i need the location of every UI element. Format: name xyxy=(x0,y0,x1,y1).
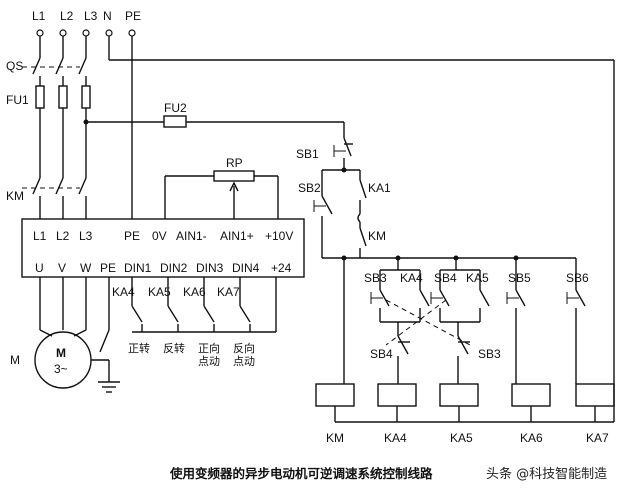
label-l2: L2 xyxy=(60,9,74,23)
function-fwd-jog-2: 点动 xyxy=(198,355,220,368)
inverter-din3: DIN3 xyxy=(196,261,224,275)
motor-phase: 3~ xyxy=(54,362,68,376)
supply-terminals: L1 L2 L3 N PE xyxy=(32,9,141,37)
terminal-n xyxy=(105,29,113,37)
label-sb4-mid: SB4 xyxy=(370,347,393,361)
inverter-0v: 0V xyxy=(152,229,167,243)
label-fu2: FU2 xyxy=(164,101,187,115)
motor-symbol xyxy=(34,331,92,389)
label-sb2: SB2 xyxy=(298,181,321,195)
interlock-linkage-2 xyxy=(385,299,447,346)
coil-ka5 xyxy=(439,383,479,407)
coil-label-ka5: KA5 xyxy=(450,431,473,445)
inverter-out-v: V xyxy=(58,261,66,275)
motor-m: M xyxy=(56,346,66,360)
coil-label-km: KM xyxy=(326,431,344,445)
label-fu1: FU1 xyxy=(6,93,29,107)
inverter-in-l2: L2 xyxy=(56,229,70,243)
label-n: N xyxy=(103,9,112,23)
coil-km xyxy=(315,383,355,407)
din-contacts: KA4 KA5 KA6 KA7 正转 反转 正向 点动 反向 点动 xyxy=(112,277,277,368)
din-contact-ka7: KA7 xyxy=(217,285,240,299)
din-contact-ka5: KA5 xyxy=(148,285,171,299)
fuse-fu2 xyxy=(163,115,187,128)
inverter-out-pe: PE xyxy=(100,261,116,275)
terminal-l1 xyxy=(36,29,44,37)
label-l1: L1 xyxy=(32,9,46,23)
label-km-hold: KM xyxy=(368,229,386,243)
inverter-din1: DIN1 xyxy=(124,261,152,275)
inverter-10v: +10V xyxy=(265,229,293,243)
function-reverse: 反转 xyxy=(163,341,185,355)
coil-ka7 xyxy=(575,383,615,407)
terminal-l2 xyxy=(59,29,67,37)
inverter-ain1m: AIN1- xyxy=(176,229,207,243)
label-sb4-top: SB4 xyxy=(434,271,457,285)
coil-ka6 xyxy=(511,383,551,407)
inverter-in-l3: L3 xyxy=(79,229,93,243)
label-sb5: SB5 xyxy=(508,271,531,285)
function-forward: 正转 xyxy=(128,341,150,355)
function-rev-jog-2: 点动 xyxy=(233,355,255,368)
label-sb6: SB6 xyxy=(566,271,589,285)
terminal-l3 xyxy=(82,29,90,37)
label-ka1: KA1 xyxy=(368,181,391,195)
inverter-ain1p: AIN1+ xyxy=(220,229,254,243)
label-km-main: KM xyxy=(6,189,24,203)
inverter-out-w: W xyxy=(80,261,92,275)
inverter-24v: +24 xyxy=(271,261,292,275)
fuse-fu1-l1 xyxy=(35,85,45,109)
fuse-fu1-l3 xyxy=(81,85,91,109)
power-lines xyxy=(22,36,615,404)
coil-label-ka4: KA4 xyxy=(384,431,407,445)
function-rev-jog-1: 反向 xyxy=(233,341,255,355)
coil-ka4 xyxy=(377,383,417,407)
coil-label-ka7: KA7 xyxy=(586,431,609,445)
coil-label-ka6: KA6 xyxy=(520,431,543,445)
label-rp: RP xyxy=(226,156,243,170)
inverter-din4: DIN4 xyxy=(232,261,260,275)
inverter-in-pe: PE xyxy=(124,229,140,243)
inverter-out-u: U xyxy=(35,261,44,275)
fuse-fu1-l2 xyxy=(58,85,68,109)
label-sb3-mid: SB3 xyxy=(478,347,501,361)
label-l3: L3 xyxy=(84,9,98,23)
inverter-din2: DIN2 xyxy=(160,261,188,275)
motor: M 3~ M xyxy=(10,277,120,393)
label-ka4-top: KA4 xyxy=(400,271,423,285)
din-contact-ka6: KA6 xyxy=(183,285,206,299)
inverter-in-l1: L1 xyxy=(33,229,47,243)
label-sb3-top: SB3 xyxy=(364,271,387,285)
inverter-terminals: L1 L2 L3 PE 0V AIN1- AIN1+ +10V U V W PE… xyxy=(33,229,293,275)
potentiometer-rp: RP xyxy=(164,156,279,219)
din-contact-ka4: KA4 xyxy=(112,285,135,299)
label-ka5-top: KA5 xyxy=(466,271,489,285)
label-qs: QS xyxy=(6,59,23,73)
diagram-caption: 使用变频器的异步电动机可逆调速系统控制线路 xyxy=(169,466,433,481)
function-fwd-jog-1: 正向 xyxy=(198,341,220,355)
terminal-pe xyxy=(128,29,136,37)
watermark: 头条 @科技智能制造 xyxy=(486,466,607,482)
inverter-box xyxy=(21,218,305,278)
interlock-linkage-1 xyxy=(385,299,471,346)
label-pe: PE xyxy=(125,9,141,23)
label-motor: M xyxy=(10,353,20,367)
control-circuit: SB1 SB2 KA1 KM xyxy=(296,122,615,445)
label-sb1: SB1 xyxy=(296,147,319,161)
